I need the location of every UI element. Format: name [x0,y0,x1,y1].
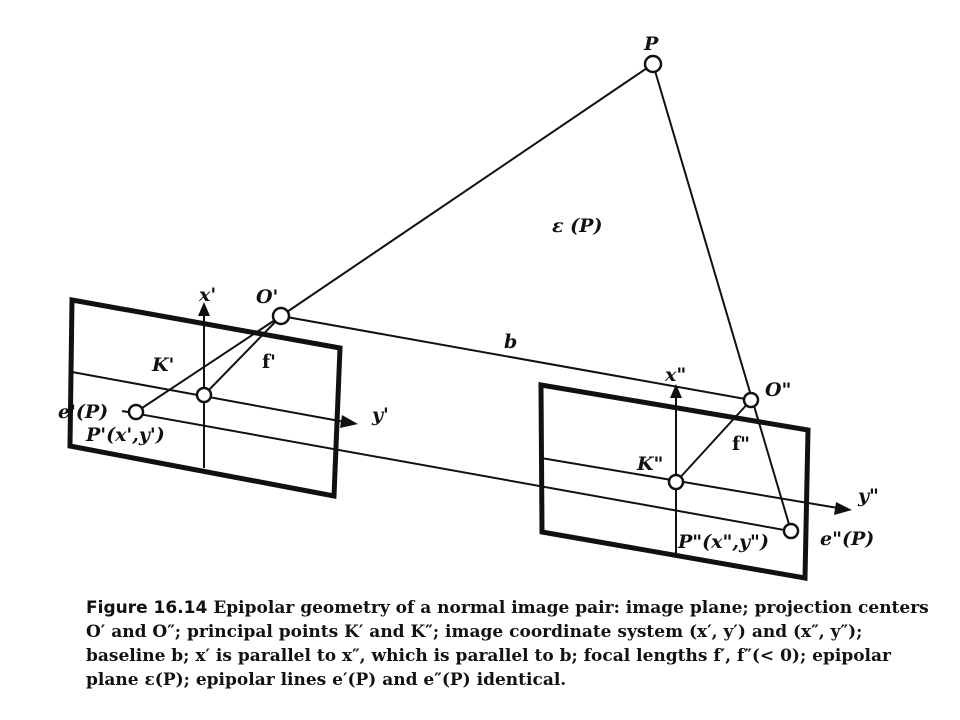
label-K1: K' [151,354,174,376]
label-O1: O' [256,286,278,308]
label-f2: f" [732,433,750,455]
y1-arrowhead [340,415,358,428]
focal-f2 [675,399,752,483]
y-axis-right [540,457,839,509]
figure-number: Figure 16.14 [86,598,208,618]
x2-arrowhead [670,384,682,398]
baseline-b [280,315,752,401]
point-O1 [271,306,291,326]
label-y2: y" [857,485,879,507]
x1-arrowhead [198,302,210,316]
label-x1: x' [198,284,216,306]
label-e1: e'(P) [58,401,108,423]
label-P: P [643,33,659,55]
point-K1 [195,386,213,404]
label-f1: f' [262,351,276,373]
label-K2: K" [636,453,663,475]
point-K2 [667,473,685,491]
label-e2: e"(P) [820,528,874,550]
ray-p-p2 [652,63,792,532]
left-image-plane [67,297,343,499]
point-O2 [742,391,760,409]
label-P2: P"(x",y") [677,531,769,553]
caption-text: Epipolar geometry of a normal image pair… [86,598,929,690]
focal-f1 [203,315,282,396]
label-epsilon: ε (P) [552,215,602,237]
epipolar-line [121,410,791,532]
label-y1: y' [371,404,389,426]
label-b: b [504,331,517,353]
label-O2: O" [765,379,791,401]
ray-p-o1 [280,63,654,317]
point-P2 [782,522,800,540]
ray-o1-p1 [135,315,282,413]
y2-arrowhead [834,502,852,515]
label-x2: x" [664,364,686,386]
right-image-plane [538,382,811,581]
point-P [643,54,663,74]
epipolar-geometry-diagram: P ε (P) O' x' K' f' e'(P) y' P'(x',y') b… [58,33,879,581]
point-P1 [127,403,145,421]
label-P1: P'(x',y') [85,424,165,446]
